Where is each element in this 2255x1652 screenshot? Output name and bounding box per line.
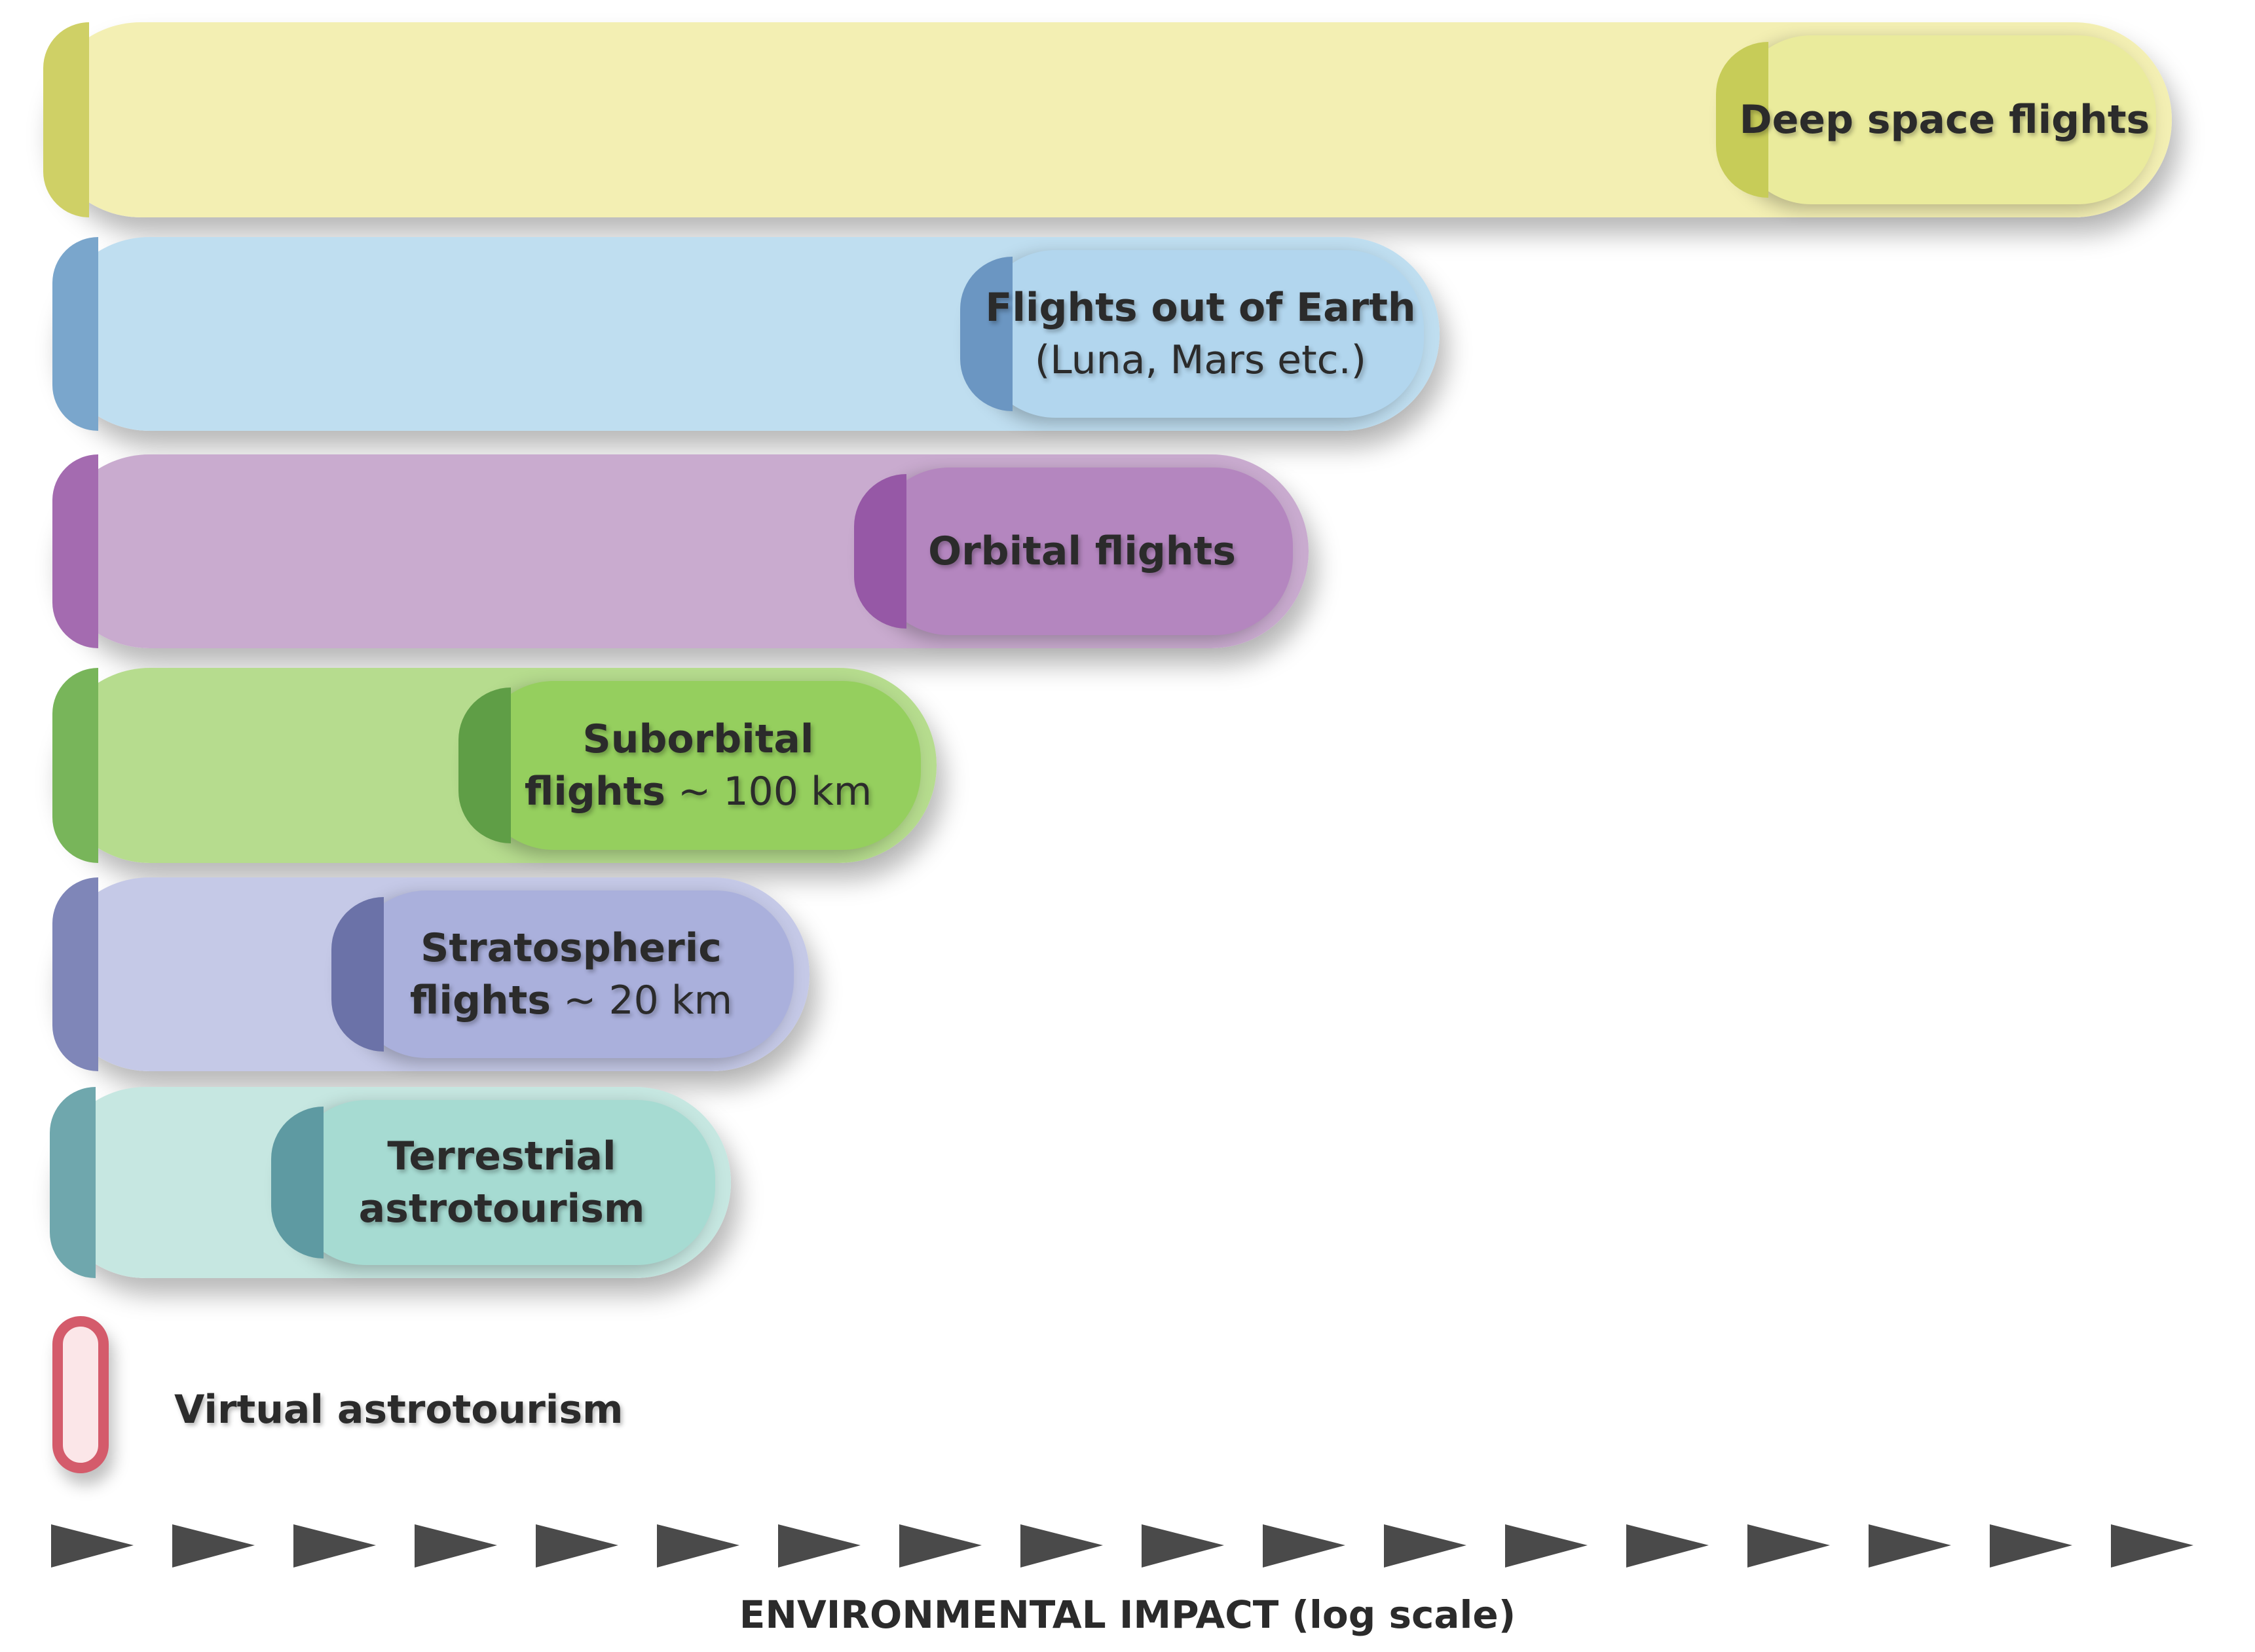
axis-arrow-7 xyxy=(778,1524,861,1568)
axis-arrow-6 xyxy=(657,1524,739,1568)
axis-arrow-18 xyxy=(2111,1524,2193,1568)
level-bar-suborbital: Suborbital flights ~ 100 km xyxy=(52,668,937,863)
bar-rim xyxy=(52,454,98,648)
bar-rim xyxy=(43,22,89,217)
tag-line-2-detail: ~ 20 km xyxy=(563,978,733,1023)
axis-arrow-11 xyxy=(1263,1524,1345,1568)
tag-line-1: Flights out of Earth xyxy=(985,285,1416,331)
tag-rim xyxy=(854,474,906,629)
axis-arrow-12 xyxy=(1384,1524,1466,1568)
axis-arrow-16 xyxy=(1869,1524,1951,1568)
tag-line-2-detail: ~ 100 km xyxy=(678,769,872,815)
bar-rim xyxy=(52,877,98,1071)
level-bar-deep-space: Deep space flights xyxy=(43,22,2172,217)
tag-rim xyxy=(271,1107,324,1258)
tag-line-1: Stratospheric xyxy=(420,925,722,971)
axis-arrow-13 xyxy=(1505,1524,1588,1568)
tag-line-2: flights xyxy=(524,769,665,815)
tag-line-2-detail: (Luna, Mars etc.) xyxy=(1034,337,1367,383)
axis-arrow-3 xyxy=(293,1524,376,1568)
axis-arrow-9 xyxy=(1020,1524,1103,1568)
tag-rim xyxy=(960,257,1013,411)
axis-arrow-2 xyxy=(172,1524,255,1568)
level-tag-suborbital: Suborbital flights ~ 100 km xyxy=(458,681,921,850)
level-tag-stratospheric: Stratospheric flights ~ 20 km xyxy=(331,890,794,1058)
virtual-astrotourism-icon xyxy=(52,1316,109,1473)
tag-line-2: astrotourism xyxy=(358,1186,645,1232)
level-bar-stratospheric: Stratospheric flights ~ 20 km xyxy=(52,877,810,1071)
axis-arrow-14 xyxy=(1626,1524,1709,1568)
axis-arrow-8 xyxy=(899,1524,982,1568)
axis-arrow-15 xyxy=(1747,1524,1830,1568)
level-tag-deep-space: Deep space flights xyxy=(1716,35,2156,204)
level-tag-flights-out-of-earth: Flights out of Earth (Luna, Mars etc.) xyxy=(960,250,1424,418)
virtual-astrotourism-label: Virtual astrotourism xyxy=(174,1387,624,1433)
axis-arrow-17 xyxy=(1990,1524,2072,1568)
level-bar-terrestrial: Terrestrial astrotourism xyxy=(50,1087,731,1278)
bar-rim xyxy=(52,668,98,863)
level-bar-flights-out-of-earth: Flights out of Earth (Luna, Mars etc.) xyxy=(52,237,1440,431)
axis-arrow-5 xyxy=(536,1524,618,1568)
axis-arrow-1 xyxy=(51,1524,134,1568)
tag-line-1: Terrestrial xyxy=(387,1133,616,1179)
level-tag-terrestrial: Terrestrial astrotourism xyxy=(271,1100,715,1265)
axis-label: ENVIRONMENTAL IMPACT (log scale) xyxy=(739,1592,1516,1637)
tag-line-2: flights xyxy=(409,978,551,1023)
level-tag-orbital: Orbital flights xyxy=(854,468,1293,635)
axis-arrow-4 xyxy=(415,1524,497,1568)
tag-line-1: Deep space flights xyxy=(1739,97,2150,143)
tag-line-1: Suborbital xyxy=(582,716,814,762)
axis-arrow-row xyxy=(51,1524,2193,1568)
tag-rim xyxy=(1716,42,1768,198)
tag-rim xyxy=(331,897,384,1052)
level-bar-orbital: Orbital flights xyxy=(52,454,1309,648)
bar-rim xyxy=(52,237,98,431)
tag-rim xyxy=(458,688,511,843)
axis-arrow-10 xyxy=(1142,1524,1224,1568)
bar-rim xyxy=(50,1087,96,1278)
tag-line-1: Orbital flights xyxy=(928,528,1236,574)
